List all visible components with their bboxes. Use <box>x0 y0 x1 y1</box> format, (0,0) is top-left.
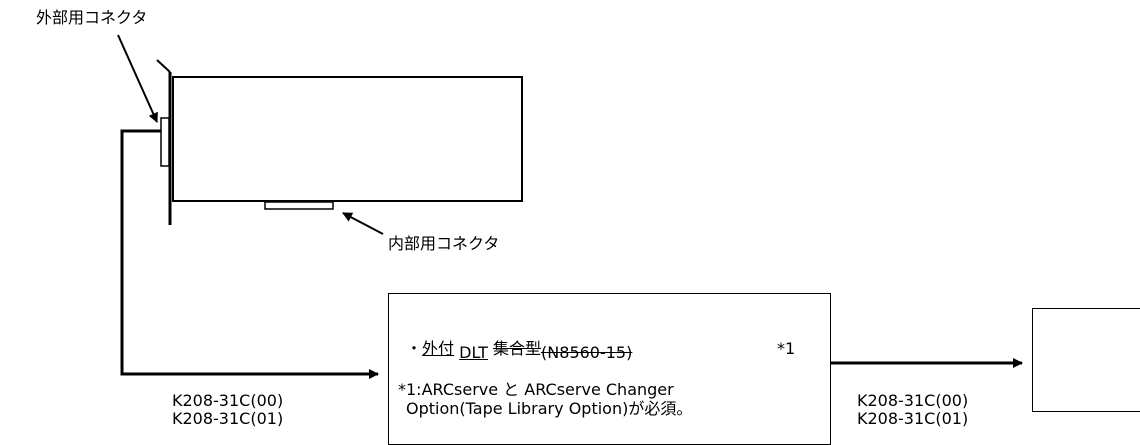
device-item-ref: *1 <box>777 339 796 358</box>
external-connector-pointer <box>117 34 158 123</box>
device-item-line: ・外付 DLT 集合型(N8560-15) <box>406 339 632 362</box>
requirement-note-option: Option(Tape Library Option) <box>406 399 629 418</box>
requirement-note-line2: Option(Tape Library Option)が必須。 <box>406 400 692 418</box>
requirement-note-line1: *1:ARCserve と ARCserve Changer <box>398 381 674 399</box>
cable-right-label: K208-31C(00) K208-31C(01) <box>857 392 968 428</box>
requirement-note-arcserve: *1:ARCserve <box>398 380 499 399</box>
internal-connector-block <box>264 201 334 210</box>
device-item-type: 集合型 <box>493 339 542 358</box>
requirement-note-required: が必須。 <box>628 399 693 418</box>
external-connector-block <box>160 117 170 167</box>
cable-left-line1: K208-31C(00) <box>172 391 284 410</box>
cable-right-line2: K208-31C(01) <box>857 409 969 428</box>
cable-card-to-device <box>120 129 379 379</box>
cable-left-label: K208-31C(00) K208-31C(01) <box>172 392 283 428</box>
device-item-dlt: DLT <box>459 343 488 362</box>
tape-device-box: ・外付 DLT 集合型(N8560-15) *1 *1:ARCserve と A… <box>388 293 831 445</box>
internal-connector-pointer <box>342 212 384 235</box>
internal-connector-label: 内部用コネクタ <box>388 234 500 253</box>
device-item-bullet: ・ <box>406 339 423 358</box>
requirement-note-and: と <box>503 380 520 399</box>
external-connector-label: 外部用コネクタ <box>36 8 148 27</box>
next-device-box <box>1032 308 1140 412</box>
device-item-external: 外付 <box>422 339 455 358</box>
controller-card <box>172 76 523 202</box>
requirement-note-changer: ARCserve Changer <box>524 380 674 399</box>
device-item-model: (N8560-15) <box>541 343 633 362</box>
cable-right-line1: K208-31C(00) <box>857 391 969 410</box>
cable-left-line2: K208-31C(01) <box>172 409 284 428</box>
card-bracket <box>156 59 171 73</box>
